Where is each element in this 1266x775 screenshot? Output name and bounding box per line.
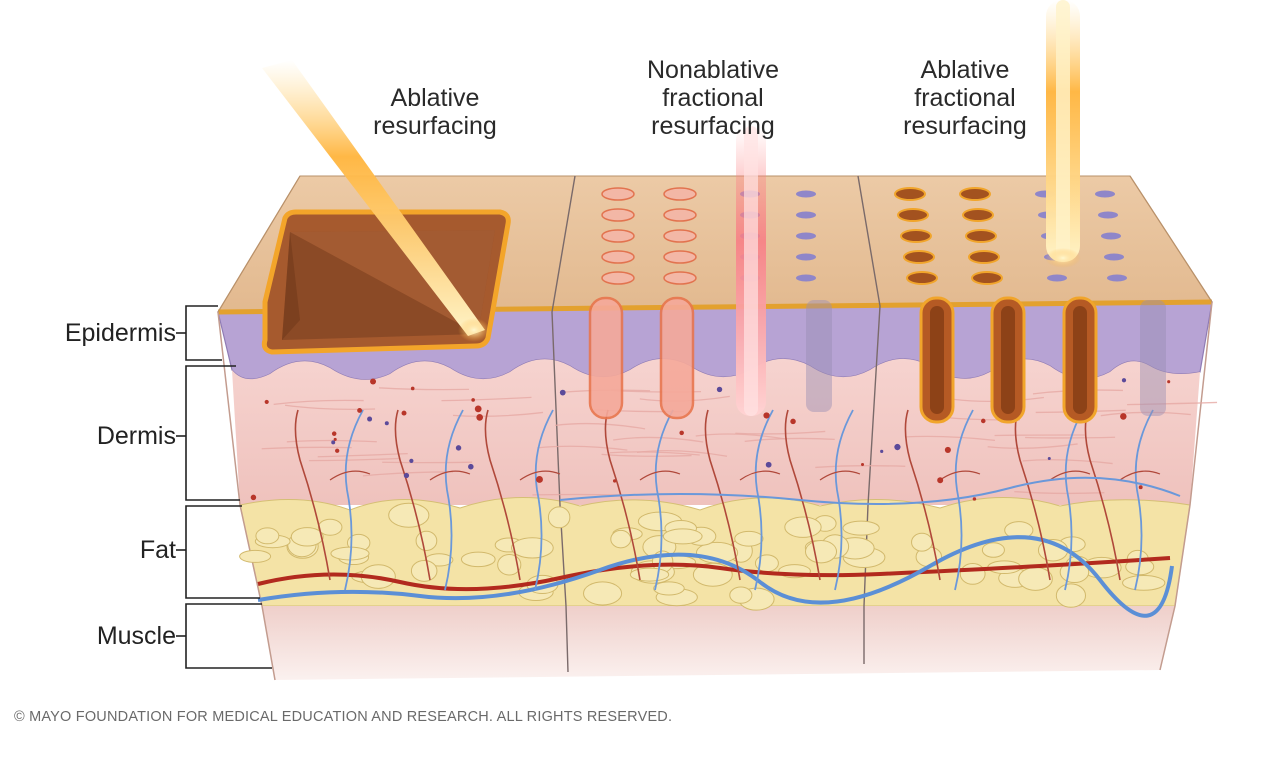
layer-label-epidermis: Epidermis <box>64 319 176 347</box>
layer-brackets <box>176 305 272 669</box>
laser-beam-nonablative <box>736 126 766 416</box>
nonablative-treated-column <box>588 296 624 420</box>
laser-beam-ablative-fractional <box>1045 0 1081 268</box>
column-title-nonablative-fractional: Nonablative fractional resurfacing <box>646 56 780 140</box>
column-divider <box>551 175 576 673</box>
dermis-layer <box>232 358 1200 505</box>
layer-label-fat: Fat <box>139 536 176 564</box>
muscle-layer <box>262 606 1175 680</box>
column-divider <box>857 175 881 664</box>
vein <box>257 535 1174 618</box>
nonablative-treated-column <box>659 296 695 420</box>
ablative-crater <box>261 209 511 355</box>
column-title-ablative-fractional: Ablative fractional resurfacing <box>903 56 1027 140</box>
copyright-notice: © MAYO FOUNDATION FOR MEDICAL EDUCATION … <box>14 709 673 725</box>
layer-label-dermis: Dermis <box>96 422 176 450</box>
laser-beam-ablative <box>262 60 490 342</box>
column-title-ablative: Ablative resurfacing <box>373 84 497 140</box>
artery <box>257 556 1171 592</box>
layer-label-muscle: Muscle <box>96 622 176 650</box>
